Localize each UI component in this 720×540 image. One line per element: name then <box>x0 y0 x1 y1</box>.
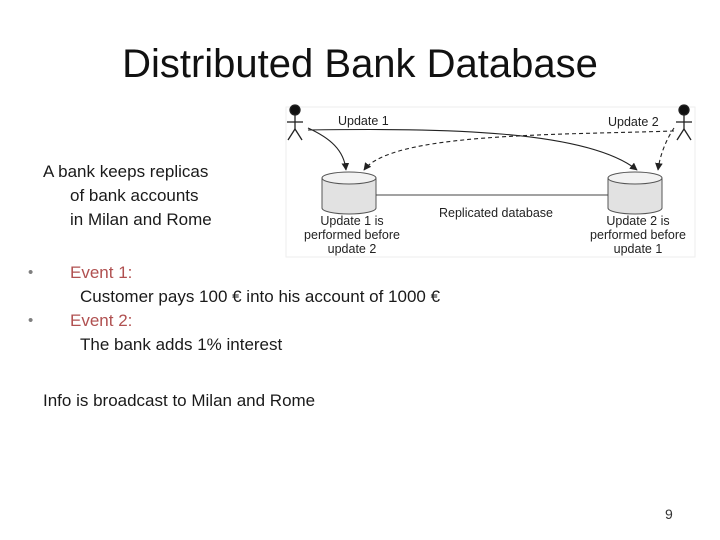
person-icon-left <box>287 104 303 141</box>
intro-text: A bank keeps replicas of bank accounts i… <box>43 160 212 232</box>
right-db-caption-3: update 1 <box>614 242 663 256</box>
event-list: • Event 1: Customer pays 100 € into his … <box>28 261 440 357</box>
database-icon-right <box>607 171 663 215</box>
intro-line-2: of bank accounts <box>70 186 199 205</box>
update1-label: Update 1 <box>338 114 389 128</box>
page-number: 9 <box>665 506 673 522</box>
left-db-caption-3: update 2 <box>328 242 377 256</box>
update1-arrow-local <box>307 127 350 171</box>
event-label-1: Event 1: <box>70 263 133 282</box>
left-db-caption-2: performed before <box>304 228 400 242</box>
replication-diagram: Update 1 Update 2 Replicated database Up… <box>285 104 696 258</box>
event-detail-1: Customer pays 100 € into his account of … <box>80 287 441 306</box>
update1-arrow-remote <box>307 128 638 171</box>
left-db-caption-1: Update 1 is <box>320 214 383 228</box>
broadcast-note: Info is broadcast to Milan and Rome <box>43 391 316 410</box>
bullet-icon: • <box>28 264 34 281</box>
event-label-2: Event 2: <box>70 311 133 330</box>
event-item-2: • Event 2: The bank adds 1% interest <box>28 309 440 357</box>
slide-title: Distributed Bank Database <box>122 42 598 86</box>
right-db-caption-1: Update 2 is <box>606 214 669 228</box>
intro-line-3: in Milan and Rome <box>70 210 212 229</box>
update2-arrow-remote <box>363 130 675 171</box>
intro-line-1: A bank keeps replicas <box>43 162 209 181</box>
right-db-caption-2: performed before <box>590 228 686 242</box>
replicated-database-label: Replicated database <box>439 206 553 220</box>
event-item-1: • Event 1: Customer pays 100 € into his … <box>28 261 440 309</box>
event-detail-2: The bank adds 1% interest <box>80 335 283 354</box>
bullet-icon: • <box>28 312 34 329</box>
database-icon-left <box>321 171 377 215</box>
person-icon-right <box>676 104 692 141</box>
update2-label: Update 2 <box>608 115 659 129</box>
